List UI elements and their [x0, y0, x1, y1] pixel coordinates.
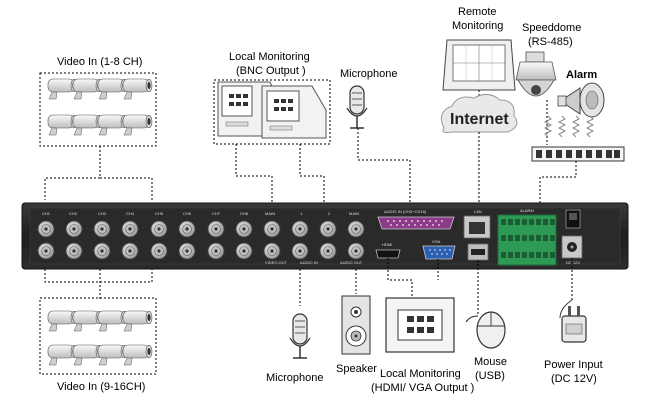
panel-label-audio-out: AUDIO OUT: [340, 260, 363, 265]
panel-label-video-out: VIDEO OUT: [265, 260, 288, 265]
label-speeddome-2: (RS-485): [528, 36, 573, 48]
panel-label-audio-port: AUDIO IN (CH5~CH16): [384, 209, 427, 214]
label-speeddome-1: Speeddome: [522, 22, 581, 34]
panel-label-ch4: CH4: [126, 211, 135, 216]
power-adapter-icon: [559, 299, 587, 343]
label-local-monitoring-bnc-1: Local Monitoring: [229, 51, 310, 63]
label-video-in-9-16: Video In (9-16CH): [57, 381, 145, 393]
panel-label-lan: LAN: [474, 209, 482, 214]
label-remote-monitoring-2: Monitoring: [452, 20, 503, 32]
label-speaker: Speaker: [336, 363, 377, 375]
panel-label-ch3: CH3: [98, 211, 107, 216]
camera-group-9-16: [39, 297, 157, 375]
panel-label-vga: VGA: [432, 239, 441, 244]
vga-port: VGA: [422, 239, 456, 260]
panel-label-audio-in: AUDIO IN: [300, 260, 318, 265]
laptop-icon: [442, 39, 516, 91]
power-switch: [565, 209, 581, 229]
lan-port: LAN: [463, 209, 491, 239]
panel-label-ch8: CH8: [240, 211, 249, 216]
crt-monitor-right: [261, 85, 327, 139]
label-local-monitoring-hdmi-1: Local Monitoring: [380, 368, 461, 380]
label-local-monitoring-bnc-2: (BNC Output ): [236, 65, 306, 77]
alarm-siren-icon: [557, 82, 605, 118]
hdmi-port: HDMI: [375, 242, 401, 259]
label-local-monitoring-hdmi-2: (HDMI/ VGA Output ): [371, 382, 474, 394]
audio-in-db-port: AUDIO IN (CH5~CH16): [377, 209, 455, 230]
lcd-monitor-icon: [385, 297, 455, 353]
internet-cloud: [440, 94, 518, 133]
mouse-icon: [465, 311, 506, 349]
panel-label-dc: DC 12V: [566, 260, 580, 265]
microphone-bottom-icon: [289, 313, 311, 359]
panel-label-ch7: CH7: [212, 211, 221, 216]
speed-dome-camera-icon: [515, 51, 557, 97]
label-video-in-1-8: Video In (1-8 CH): [57, 56, 142, 68]
channel-labels: CH1 CH2 CH3 CH4 CH5 CH6 CH7 CH8 MAIN 1 2…: [42, 211, 363, 265]
label-mouse-2: (USB): [475, 370, 505, 382]
label-alarm: Alarm: [566, 69, 597, 81]
camera-group-1-8: [39, 72, 157, 147]
speaker-icon: [341, 295, 371, 355]
label-microphone-top: Microphone: [340, 68, 397, 80]
panel-label-ch5: CH5: [155, 211, 164, 216]
microphone-top-icon: [346, 85, 368, 129]
usb-port: [467, 243, 489, 261]
panel-label-ch6: CH6: [183, 211, 192, 216]
label-power-1: Power Input: [544, 359, 603, 371]
panel-label-ch1: CH1: [42, 211, 51, 216]
terminal-strip: [531, 146, 625, 162]
label-internet: Internet: [450, 111, 509, 128]
panel-label-out-1: 1: [300, 211, 303, 216]
label-microphone-bottom: Microphone: [266, 372, 323, 384]
panel-label-alarm: ALARM: [520, 208, 534, 213]
alarm-wires: [543, 115, 595, 138]
panel-label-main-audio: MAIN: [349, 211, 359, 216]
alarm-terminal-block: ALARM: [497, 208, 557, 266]
label-mouse-1: Mouse: [474, 356, 507, 368]
panel-label-main-video: MAIN: [265, 211, 275, 216]
label-power-2: (DC 12V): [551, 373, 597, 385]
panel-label-hdmi: HDMI: [382, 242, 392, 247]
panel-label-ch2: CH2: [69, 211, 78, 216]
label-remote-monitoring-1: Remote: [458, 6, 497, 18]
panel-label-out-2: 2: [328, 211, 331, 216]
